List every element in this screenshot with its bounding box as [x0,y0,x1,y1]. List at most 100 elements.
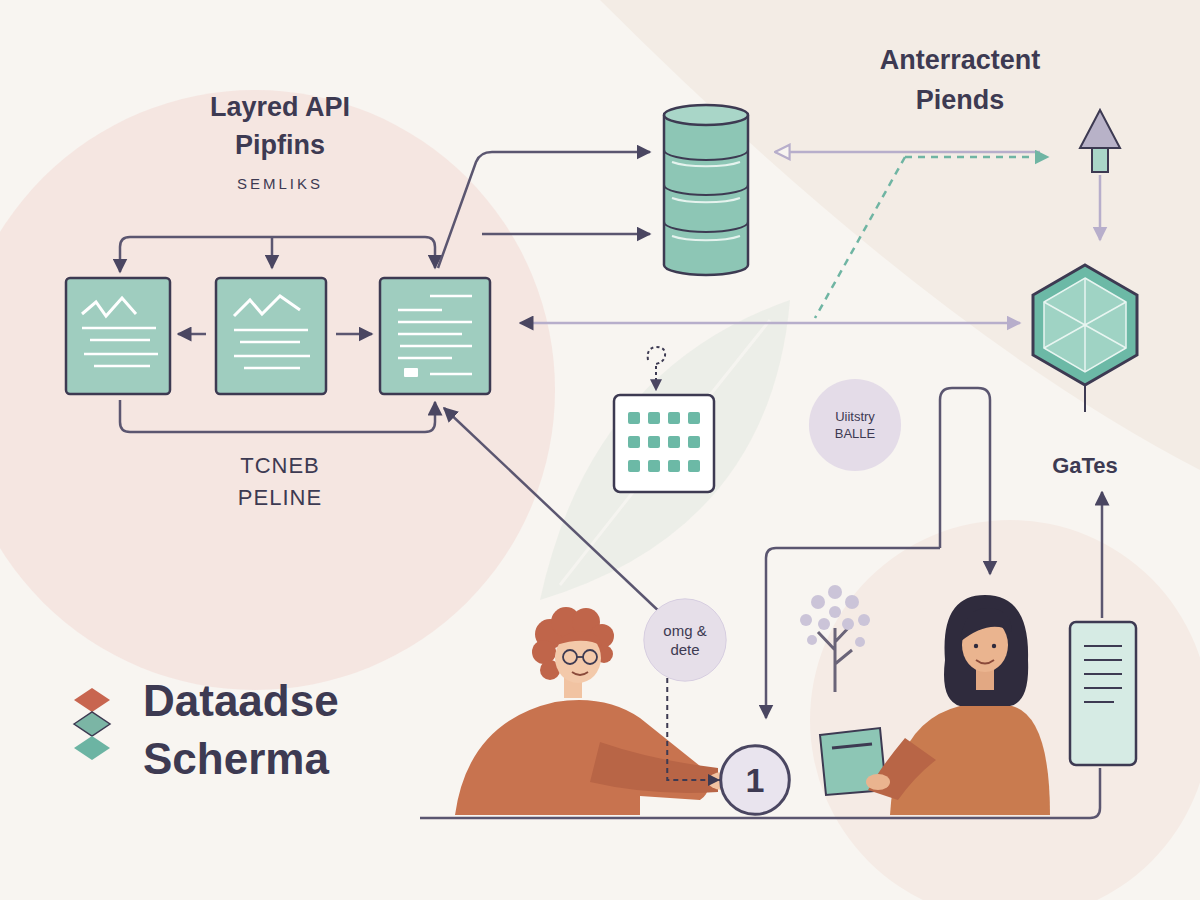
person-hair [944,595,1028,706]
background-circle [0,90,555,690]
glasses-lens [583,650,597,664]
tablet-lines [1084,646,1122,702]
grid-cell [668,412,680,424]
hexagon-facets [1044,278,1126,372]
flow-arrow [1099,175,1102,240]
database-cylinder [664,115,748,275]
dashed-line [815,157,905,318]
node-content: 1 [720,745,790,815]
grid-cell [668,460,680,472]
grid-cell [648,436,660,448]
section-heading: Anterractent Piends [850,40,1070,120]
panel-chart-line [82,298,136,316]
info-circle: Uiitstry BALLE [808,378,902,472]
section-heading: Layred API Pipfins [185,88,375,164]
panel-text-lines [82,328,158,366]
chart-panel [66,278,170,394]
chart-panel [216,278,326,394]
person-right [820,595,1050,815]
flow-arrow [1101,492,1104,618]
flow-arrow [766,548,940,718]
tablet-device [1070,622,1136,765]
person-body [455,700,708,815]
tree-leaf [818,618,830,630]
logo-diamond [74,712,110,736]
person-left [455,607,736,815]
panel-arrow [178,333,206,336]
node-text: Uiitstry BALLE [820,408,890,442]
tree-leaf [811,595,825,609]
dashed-connector [667,678,720,780]
node-text: 1 [746,760,765,800]
section-subheading: SEMLIKS [190,174,370,194]
loop-connector [120,237,435,272]
grid-cell [628,460,640,472]
tree-leaf [855,637,865,647]
grid-cell [648,460,660,472]
circle-shape [721,746,790,815]
loop-connector [120,400,435,432]
person-bangs [960,608,1012,642]
circle-outline [808,378,902,472]
hexagon-symbol [1033,265,1137,385]
panel-text-lines [234,330,310,368]
node-content: omg & dete [643,598,727,682]
double-arrow [520,322,1020,325]
gates-label: GaTes [1035,452,1135,480]
triangle-symbol [1080,110,1120,148]
tablet-screen-line [832,744,872,748]
pipeline-label: TCNEB PELINE [210,450,350,514]
grid-cell [668,436,680,448]
tree-leaf [845,595,859,609]
tree-leaf [828,585,842,599]
tree-leaf [800,614,812,626]
flow-arrow [482,233,650,236]
logo-diamond [74,736,110,760]
person-smile [572,672,588,675]
database-highlight [672,162,740,240]
person-hand [866,774,890,790]
tree-leaves [800,585,870,647]
node-content: Uiitstry BALLE [808,378,902,472]
database-top [664,105,748,125]
person-arm [868,738,936,800]
flow-arrow [775,151,1040,154]
panel-arrow [336,333,372,336]
grid-cell [688,436,700,448]
background-circle [810,520,1200,900]
leaf-vein [560,320,770,585]
grid-cell [688,412,700,424]
background-leaf [540,300,790,600]
tree-leaf [858,614,870,626]
tree-leaf [842,618,854,630]
triangle-stem [1092,148,1108,172]
panel-text-lines [398,296,472,374]
person-smile [976,660,994,664]
person-eye [974,644,978,648]
grid-cell [628,436,640,448]
database-stripe [664,150,748,232]
grid-cell [628,412,640,424]
circle-shape [809,379,901,471]
loop-connector [271,237,274,268]
grid-cells [628,412,700,472]
connector-group [667,678,720,780]
grid-card [614,395,714,492]
tree-trunk [818,624,852,692]
logo-diamond [74,688,110,712]
glasses-lens [563,650,577,664]
flow-arrow [444,408,664,616]
flow-arrow [940,388,990,574]
grid-cell [648,412,660,424]
dashed-arrow [905,156,1048,159]
person-arm [590,742,718,793]
hexagon-inner [1044,278,1126,372]
circle-outline [643,598,727,682]
document-panel [380,278,490,394]
panel-chart-line [234,296,300,316]
person-bangs [556,631,602,646]
tree-leaf [829,606,841,618]
query-icon [648,347,665,364]
